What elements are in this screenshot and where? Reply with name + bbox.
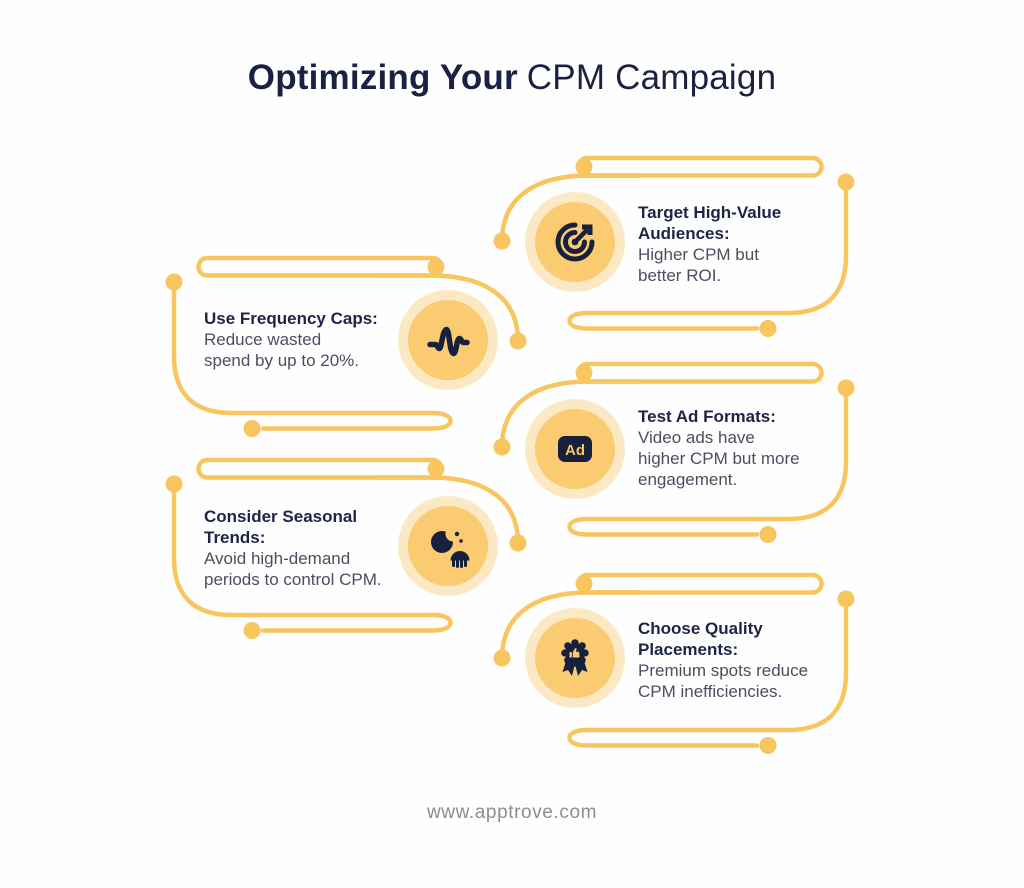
item-body: Video ads have higher CPM but more engag… [638,428,800,489]
item-body: Higher CPM but better ROI. [638,245,759,285]
page-title-regular: CPM Campaign [526,58,777,97]
item-heading: Target High-Value Audiences: [638,203,782,243]
item-text: Test Ad Formats: Video ads have higher C… [638,406,853,490]
item-heading: Choose Quality Placements: [638,619,763,659]
item-body: Reduce wasted spend by up to 20%. [204,330,360,370]
icon-halo [398,290,498,390]
item-text: Choose Quality Placements: Premium spots… [638,618,853,702]
item-body: Premium spots reduce CPM inefficiencies. [638,661,809,701]
ad-icon-label: Ad [565,442,585,459]
pulse-icon [427,326,470,357]
icon-circle [408,300,488,380]
icon-halo [525,608,625,708]
item-text: Use Frequency Caps: Reduce wasted spend … [204,308,419,371]
icon-halo [525,192,625,292]
item-text: Target High-Value Audiences: Higher CPM … [638,202,853,286]
page-title-bold: Optimizing Your [247,58,518,97]
footer-url: www.apptrove.com [426,802,598,823]
icon-halo [398,496,498,596]
target-icon [555,222,595,262]
item-card-target-audiences [490,150,868,360]
item-body: Avoid high-demand periods to control CPM… [204,549,382,589]
icon-circle [535,202,615,282]
decor-lines [165,255,527,437]
ad-icon: Ad [558,436,592,462]
decor-lines [493,361,855,543]
item-text: Consider Seasonal Trends: Avoid high-dem… [204,506,419,590]
item-card-seasonal-trends [152,452,530,662]
item-heading: Use Frequency Caps: [204,309,378,328]
decor-lines [493,155,855,337]
icon-halo: Ad [525,399,625,499]
decor-lines [493,572,855,754]
award-icon [561,639,589,676]
icon-circle [408,506,488,586]
item-card-ad-formats [490,356,868,566]
icon-circle [535,618,615,698]
icon-circle: Ad [535,409,615,489]
item-heading: Test Ad Formats: [638,407,776,426]
item-card-quality-placements [490,567,868,777]
decor-lines [165,457,527,639]
seasonal-icon [431,526,470,568]
item-heading: Consider Seasonal Trends: [204,507,358,547]
item-card-frequency-caps [152,250,530,460]
